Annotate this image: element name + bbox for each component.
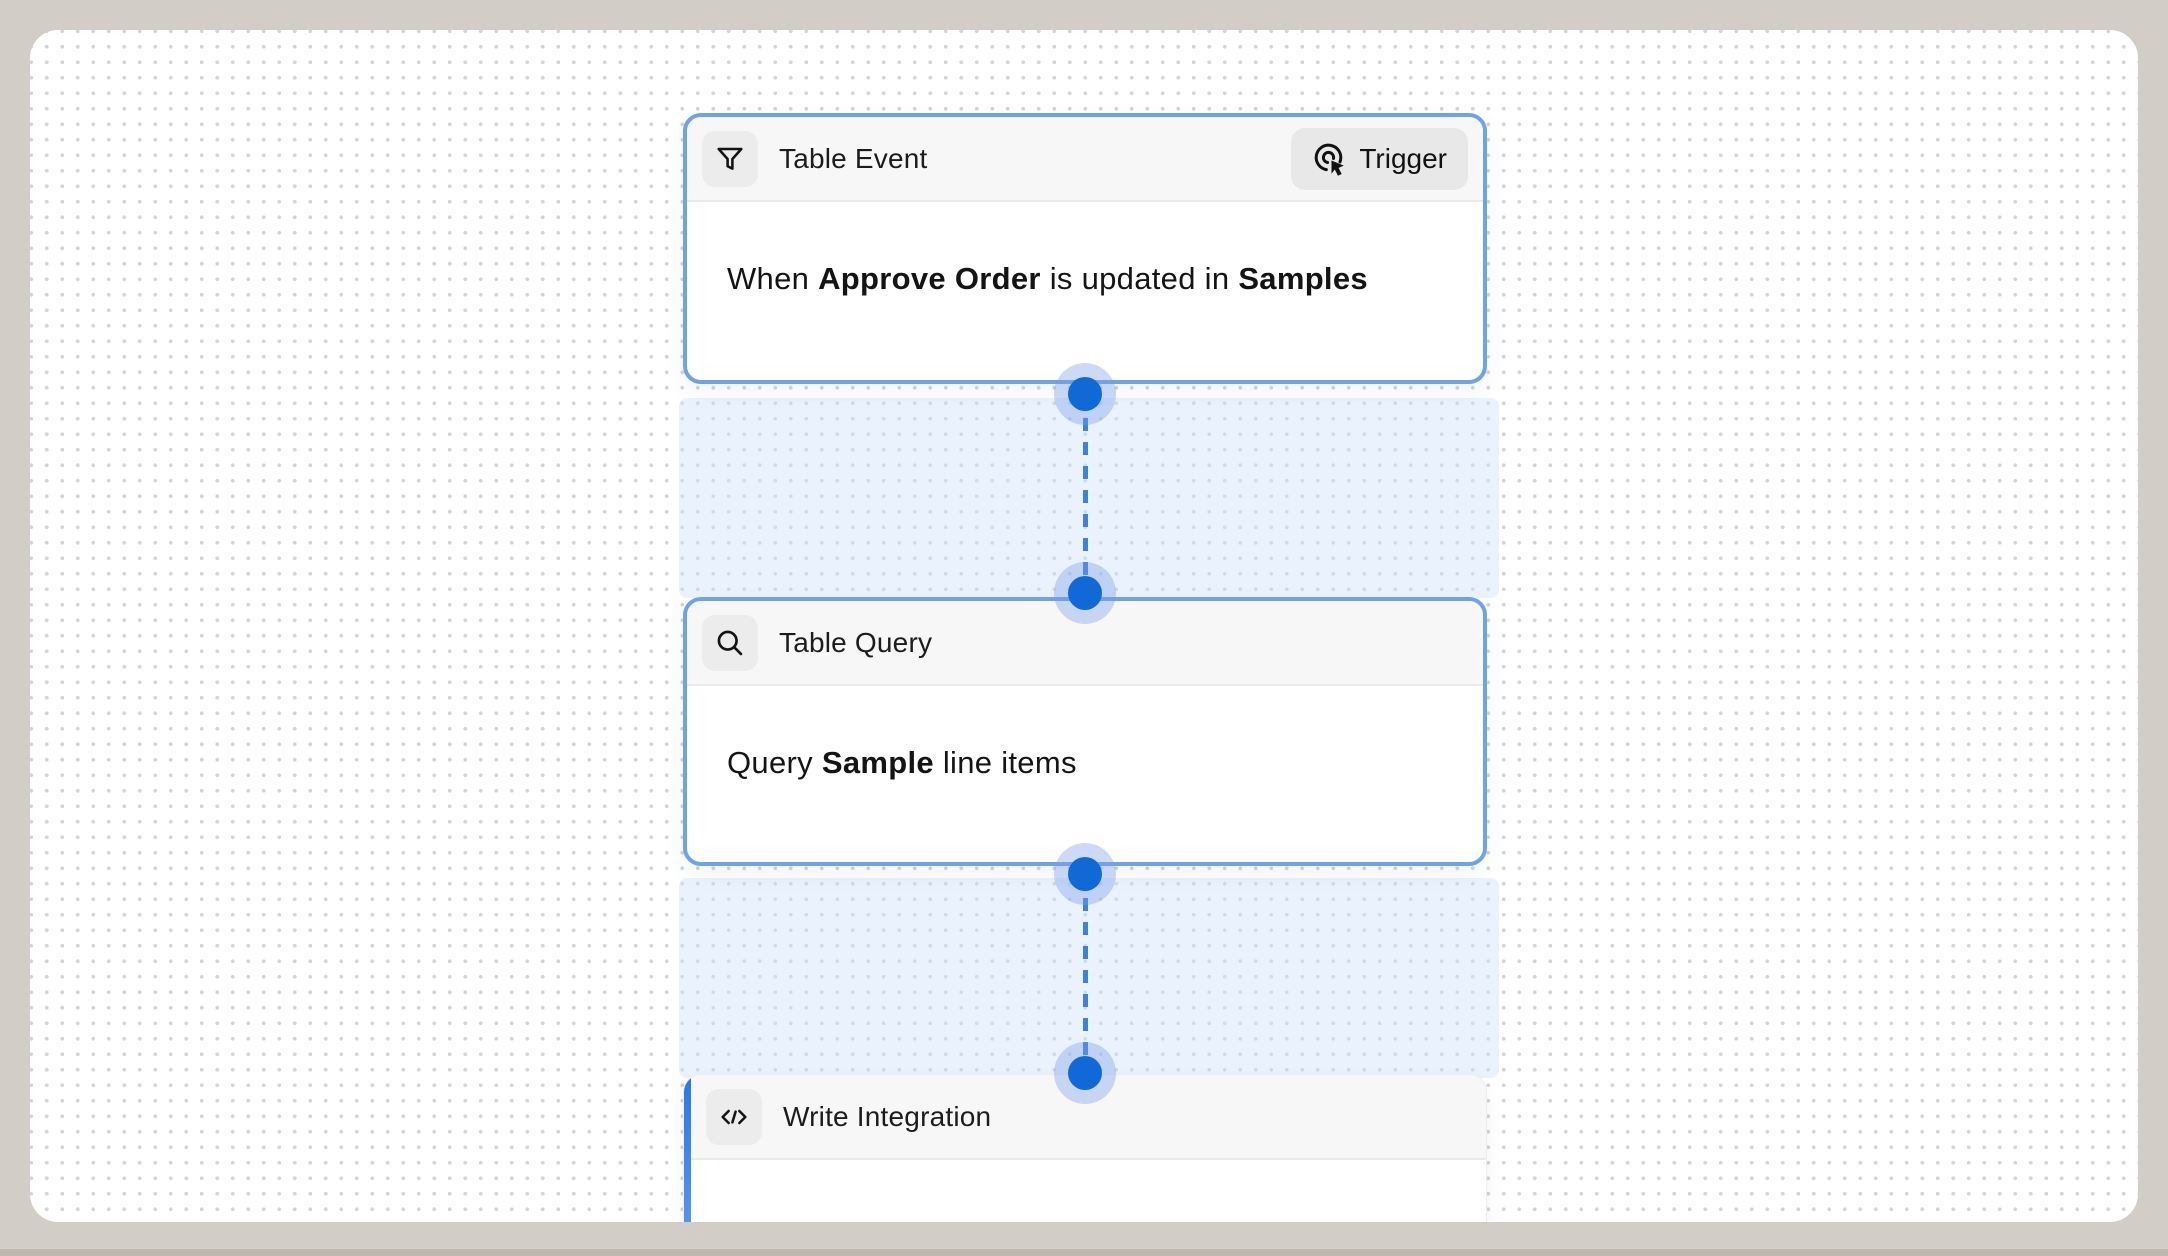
connection-port-in-table-query[interactable] [1068,576,1102,610]
filter-icon [702,130,758,187]
node-description [684,1160,1486,1218]
search-icon [702,614,758,671]
node-write-integration[interactable]: Write Integration [683,1074,1487,1222]
node-title: Write Integration [783,1100,992,1132]
node-header: Table Event Trigger [687,117,1483,202]
node-title: Table Event [779,142,928,174]
window-frame-edge [0,1249,2168,1256]
connector-dashed-line [1083,394,1088,594]
trigger-badge: Trigger [1291,127,1468,190]
connector-dashed-line [1083,874,1088,1074]
node-table-event[interactable]: Table Event Trigger When Approve Order i… [683,113,1487,384]
node-description: Query Sample line items [727,745,1077,780]
workflow-canvas[interactable]: Table Event Trigger When Approve Order i… [30,30,2138,1222]
connector-drop-zone [679,878,1499,1078]
trigger-badge-label: Trigger [1359,142,1447,174]
connection-port-out-table-query[interactable] [1068,857,1102,891]
node-title: Table Query [779,626,933,658]
node-header: Table Query [687,601,1483,686]
node-description: When Approve Order is updated in Samples [727,261,1368,296]
trigger-click-icon [1315,143,1345,176]
connection-port-out-table-event[interactable] [1068,377,1102,411]
node-table-query[interactable]: Table Query Query Sample line items [683,597,1487,866]
connection-port-in-write-integration[interactable] [1068,1056,1102,1090]
code-icon [706,1088,762,1145]
node-accent-stripe [684,1075,691,1222]
connector-drop-zone [679,398,1499,598]
